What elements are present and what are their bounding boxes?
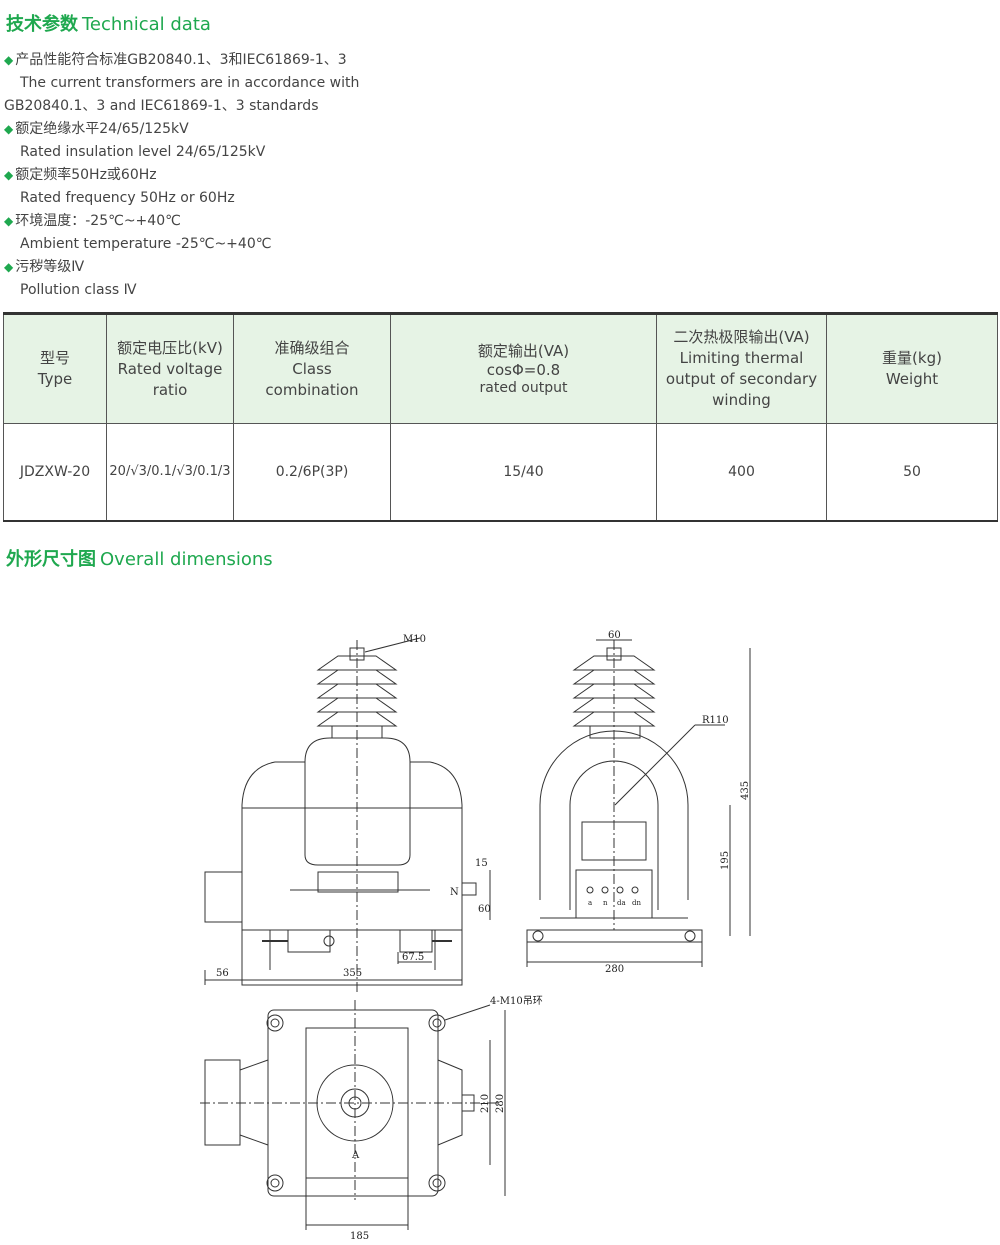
label-r110: R110 <box>702 715 729 726</box>
spec-insulation-en: Rated insulation level 24/65/125kV <box>20 144 266 160</box>
spec-text: 额定绝缘水平24/65/125kV <box>15 121 189 137</box>
label-280: 280 <box>605 964 624 975</box>
spec-frequency-en: Rated frequency 50Hz or 60Hz <box>20 190 235 206</box>
dimension-drawing: M10 15 N 60 67.5 56 355 60 R110 435 195 … <box>200 630 751 1242</box>
front-view <box>204 637 491 995</box>
label-355: 355 <box>343 968 362 979</box>
label-435: 435 <box>740 781 751 800</box>
header-weight: 重量(kg)Weight <box>826 312 998 424</box>
spec-standard-zh: ◆产品性能符合标准GB20840.1、3和IEC61869-1、3 <box>4 49 424 72</box>
spec-temperature-en: Ambient temperature -25℃~+40℃ <box>20 236 272 252</box>
spec-pollution-en: Pollution class Ⅳ <box>20 282 137 298</box>
spec-text: 产品性能符合标准GB20840.1、3和IEC61869-1、3 <box>15 52 347 68</box>
label-675: 67.5 <box>402 952 424 963</box>
label-195: 195 <box>720 851 731 870</box>
label-terminal-dn: dn <box>632 899 641 907</box>
diamond-bullet-icon: ◆ <box>4 260 14 274</box>
diamond-bullet-icon: ◆ <box>4 53 14 67</box>
label-terminal-da: da <box>617 899 626 907</box>
label-a-mark: A <box>351 1150 360 1161</box>
cell-thermal-output: 400 <box>656 423 827 522</box>
label-280-vertical: 280 <box>495 1094 506 1113</box>
spec-insulation-zh: ◆额定绝缘水平24/65/125kV <box>4 118 424 141</box>
label-60: 60 <box>478 904 491 915</box>
spec-text: 污秽等级Ⅳ <box>15 259 85 275</box>
spec-frequency-zh: ◆额定频率50Hz或60Hz <box>4 164 424 187</box>
dimensions-title-zh: 外形尺寸图 <box>6 549 96 570</box>
label-56: 56 <box>216 968 229 979</box>
spec-list: ◆产品性能符合标准GB20840.1、3和IEC61869-1、3 The cu… <box>4 49 424 302</box>
cell-rated-output: 15/40 <box>390 423 657 522</box>
spec-temperature-zh: ◆环境温度：-25℃~+40℃ <box>4 210 424 233</box>
label-m10: M10 <box>403 634 426 645</box>
spec-standard-en: The current transformers are in accordan… <box>20 75 360 91</box>
diamond-bullet-icon: ◆ <box>4 168 14 182</box>
technical-data-title-zh: 技术参数 <box>6 14 78 35</box>
side-view <box>526 639 751 967</box>
technical-data-title-en: Technical data <box>82 14 211 35</box>
label-60-top: 60 <box>608 630 621 641</box>
cell-voltage-ratio: 20/√3/0.1/√3/0.1/3 <box>106 423 234 522</box>
table-row: JDZXW-20 20/√3/0.1/√3/0.1/3 0.2/6P(3P) 1… <box>3 423 998 522</box>
spec-standard-en-cont: GB20840.1、3 and IEC61869-1、3 standards <box>4 98 319 114</box>
cell-type: JDZXW-20 <box>3 423 107 522</box>
insulator-sheds <box>316 647 398 739</box>
diamond-bullet-icon: ◆ <box>4 122 14 136</box>
spec-pollution-zh: ◆污秽等级Ⅳ <box>4 256 424 279</box>
label-terminal-a: a <box>588 899 592 907</box>
label-n: N <box>450 887 459 898</box>
label-rings: 4-M10吊环 <box>490 995 543 1007</box>
label-210: 210 <box>480 1094 491 1113</box>
spec-text: 环境温度：-25℃~+40℃ <box>15 213 181 229</box>
diamond-bullet-icon: ◆ <box>4 214 14 228</box>
label-185: 185 <box>350 1231 369 1242</box>
cell-class: 0.2/6P(3P) <box>233 423 391 522</box>
label-15: 15 <box>475 858 488 869</box>
front-body <box>241 737 463 931</box>
cell-weight: 50 <box>826 423 998 522</box>
spec-text: 额定频率50Hz或60Hz <box>15 167 157 183</box>
top-view <box>200 1000 506 1230</box>
dimensions-title-en: Overall dimensions <box>100 549 273 570</box>
label-terminal-n: n <box>603 899 608 907</box>
